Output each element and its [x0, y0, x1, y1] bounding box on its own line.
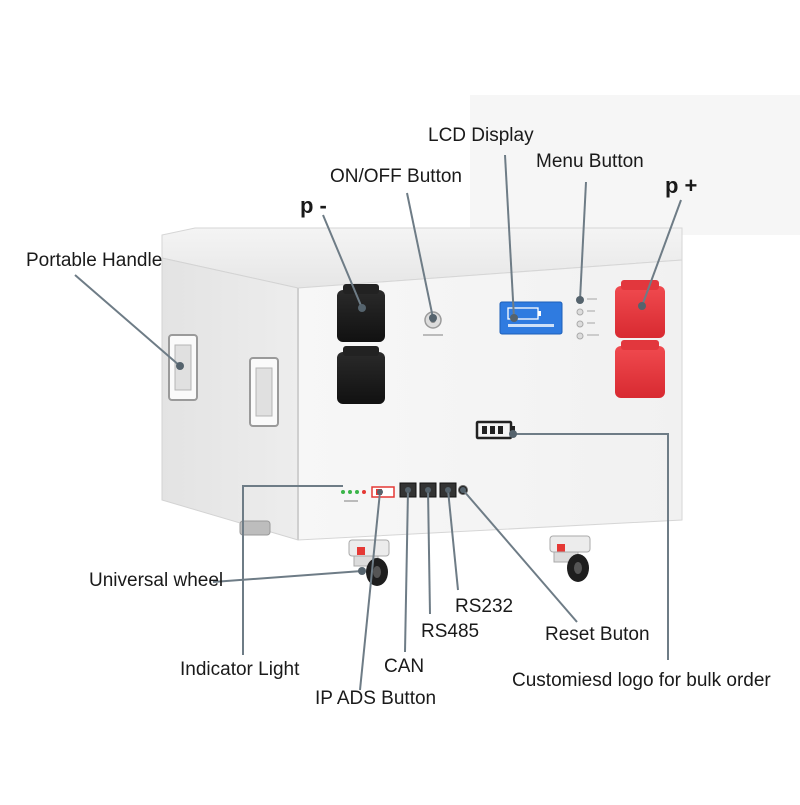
label-universal-wheel: Universal wheel [89, 570, 224, 591]
dot-lcd [510, 314, 518, 322]
label-portable-handle: Portable Handle [26, 250, 163, 271]
leader-logo [513, 433, 669, 660]
label-rs485: RS485 [421, 621, 480, 642]
leader-on-off [406, 192, 434, 319]
indicator-led [362, 490, 366, 494]
label-indicator-light: Indicator Light [180, 659, 300, 680]
dot-rs232 [445, 487, 451, 493]
leader-handle [74, 274, 181, 367]
leader-can [404, 489, 409, 653]
indicator-led [355, 490, 359, 494]
dot-positive-terminal [638, 302, 646, 310]
dot-can [405, 487, 411, 493]
background-shade [470, 95, 800, 235]
leader-positive-terminal [641, 199, 682, 307]
label-can: CAN [384, 656, 425, 677]
label-reset-button: Reset Buton [545, 624, 650, 645]
leader-indicator [242, 485, 343, 655]
dot-wheel [358, 567, 366, 575]
negative-terminal-bottom [337, 346, 385, 404]
leader-wheel [212, 570, 363, 583]
battery-cabinet [161, 227, 683, 541]
label-rs232: RS232 [455, 596, 514, 617]
dot-ip-ads [377, 489, 383, 495]
dot-rs485 [425, 487, 431, 493]
dot-logo [509, 430, 517, 438]
leader-lcd [504, 154, 515, 319]
leader-menu [579, 181, 587, 301]
label-custom-logo: Customiesd logo for bulk order [512, 670, 771, 691]
dot-negative-terminal [358, 304, 366, 312]
dot-on-off [429, 314, 437, 322]
leader-reset [462, 489, 578, 623]
indicator-led [341, 490, 345, 494]
universal-wheel-left [348, 539, 390, 586]
label-on-off-button: ON/OFF Button [330, 166, 462, 187]
dot-handle [176, 362, 184, 370]
indicator-led [348, 490, 352, 494]
side-handle-rear [249, 357, 279, 427]
leader-rs485 [427, 489, 431, 615]
leader-lines [74, 154, 682, 691]
label-positive-terminal: p + [665, 173, 698, 198]
universal-wheel-right [549, 535, 591, 582]
label-lcd-display: LCD Display [428, 125, 534, 146]
negative-terminal-top [337, 284, 385, 342]
dot-menu [576, 296, 584, 304]
leader-rs232 [447, 489, 459, 591]
leader-negative-terminal [322, 214, 363, 309]
leader-dots [176, 296, 646, 575]
front-foot-left [239, 520, 271, 536]
lcd-display [499, 301, 563, 335]
label-negative-terminal: p - [300, 193, 327, 218]
dot-reset [460, 487, 466, 493]
label-menu-button: Menu Button [536, 151, 644, 172]
leader-ip-ads [359, 491, 381, 691]
positive-terminal-bottom [615, 340, 665, 398]
label-ip-ads-button: IP ADS Button [315, 688, 437, 709]
